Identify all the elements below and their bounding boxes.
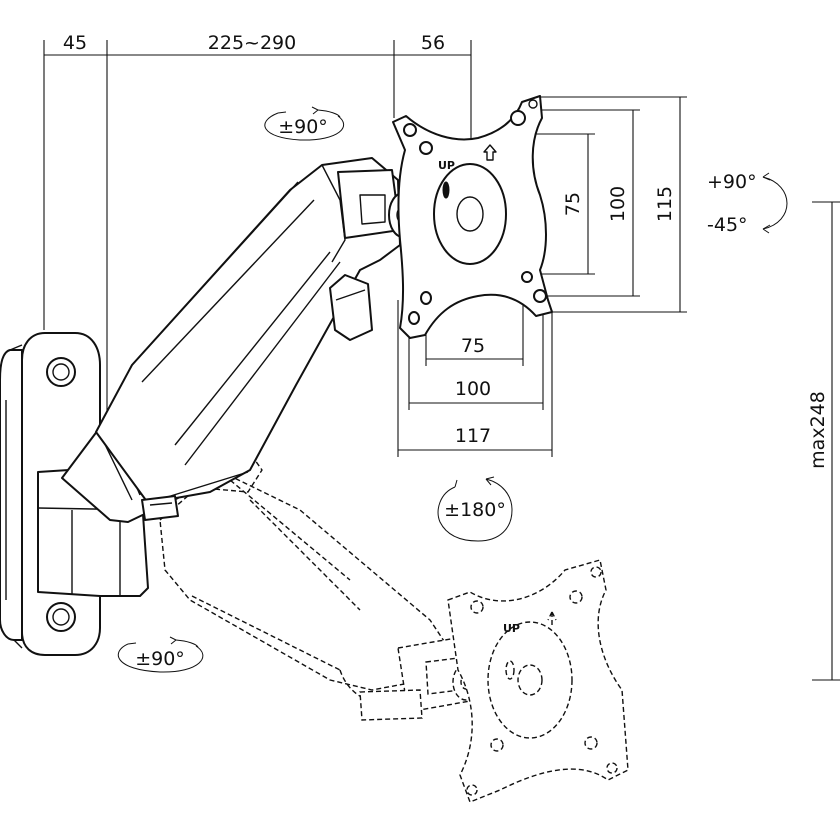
up-label: UP [438, 159, 455, 172]
swivel-bottom-icon [117, 636, 204, 673]
tilt-down-label: -45° [707, 214, 748, 236]
vesa-width-dimensions [397, 290, 553, 457]
vesa-mount-plate [392, 95, 553, 339]
up-arrow-icon [483, 144, 497, 161]
rotation-icon [437, 476, 513, 542]
plate-offset-label: 56 [421, 32, 445, 54]
up-arrow-ghost-icon [547, 611, 557, 628]
swivel-top-label: ±90° [278, 116, 328, 138]
tilt-arrow-icon [762, 172, 788, 234]
gas-spring-arm [61, 157, 418, 523]
vesa-height-outer-label: 115 [654, 186, 676, 222]
vesa-height-inner-label: 75 [562, 192, 584, 216]
tilt-up-label: +90° [707, 171, 757, 193]
swivel-top-icon [264, 106, 344, 141]
mount-plate-rotated-ghost [447, 559, 629, 803]
vesa-width-outer-label: 117 [455, 425, 491, 447]
vesa-width-mid-label: 100 [455, 378, 491, 400]
arm-reach-label: 225~290 [208, 32, 296, 54]
height-adjust-dimension [812, 201, 840, 681]
up-label-ghost: UP [503, 622, 520, 635]
rotation-label: ±180° [444, 499, 506, 521]
vesa-width-inner-label: 75 [461, 335, 485, 357]
top-dimension-lines [43, 40, 472, 420]
wall-offset-label: 45 [63, 32, 87, 54]
height-adjust-label: max248 [807, 391, 829, 469]
vesa-height-mid-label: 100 [607, 186, 629, 222]
swivel-bottom-label: ±90° [135, 648, 185, 670]
